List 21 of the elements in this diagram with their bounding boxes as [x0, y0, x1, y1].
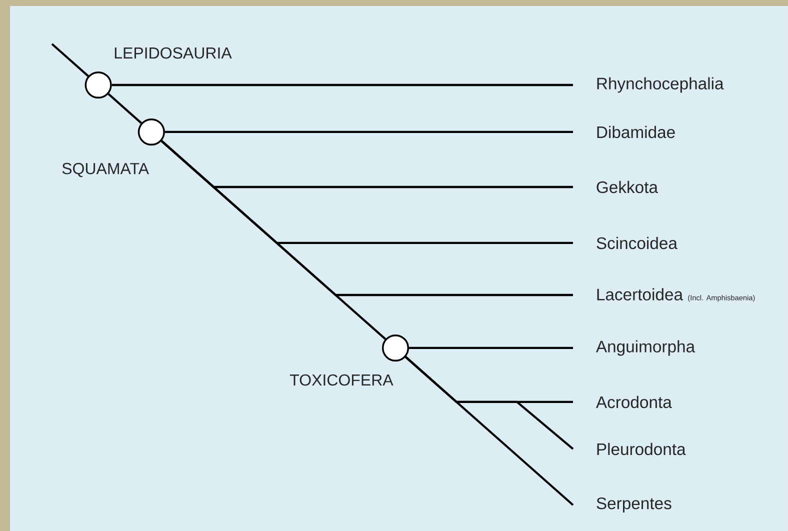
- taxon-label: Gekkota: [596, 180, 658, 194]
- branch-line: [404, 356, 574, 506]
- branch-line: [108, 93, 142, 124]
- branch-line: [164, 130, 573, 134]
- node-label: SQUAMATA: [62, 162, 150, 178]
- clade-node: SQUAMATA: [62, 118, 165, 178]
- branch-line: [409, 346, 573, 350]
- taxon-label: Dibamidae: [597, 126, 675, 138]
- clade-node: LEPIDOSAURIA: [84, 47, 232, 99]
- taxon-label: Anguimorpha: [596, 340, 696, 356]
- taxon-label: Scincoidea: [596, 236, 678, 250]
- taxon-label: Pleurodonta: [597, 442, 686, 456]
- taxon-label: Serpentes: [596, 497, 672, 513]
- branch-line: [51, 43, 89, 77]
- taxon-label: Acrodonta: [596, 396, 672, 408]
- branch-line: [160, 140, 386, 340]
- taxon-label: Rhynchocephalia: [597, 77, 724, 93]
- node-label: LEPIDOSAURIA: [114, 47, 232, 59]
- branch-line: [112, 84, 573, 86]
- node-label: TOXICOFERA: [290, 374, 394, 386]
- clade-node: TOXICOFERA: [290, 334, 410, 386]
